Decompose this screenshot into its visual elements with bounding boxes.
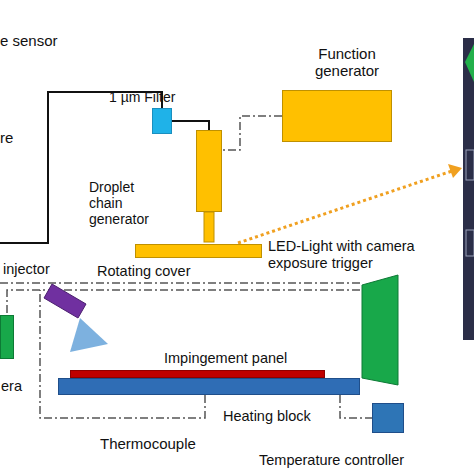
nozzle: [204, 212, 214, 242]
tube-connector: [172, 121, 209, 130]
led-light: LED-Light with camera exposure trigger: [360, 275, 400, 385]
wire-label: Thermocouple: [100, 435, 230, 452]
photo-panel: [463, 38, 474, 340]
function-generator-box: Function generator: [282, 90, 392, 142]
node-label: Temperature controller: [259, 452, 459, 469]
signal-wire: [340, 395, 372, 418]
node-label: era: [1, 378, 41, 395]
zoom-pointer: [238, 171, 452, 243]
node-label: Function generator: [291, 45, 403, 80]
photo-detail: [465, 44, 474, 82]
rotating-cover-bar: Rotating cover: [135, 244, 262, 258]
node-label: Rotating cover: [97, 263, 227, 280]
heating-block: Heating block: [58, 378, 360, 395]
node-label: injector: [3, 261, 73, 278]
signal-wire: [222, 116, 282, 150]
photo-detail: [466, 150, 474, 180]
air-injector: injector: [42, 284, 86, 318]
camera-body: era: [0, 315, 14, 359]
injector-outline: [42, 284, 86, 318]
air-spray: [70, 318, 108, 352]
node-label: Heating block: [223, 408, 343, 425]
node-label: Impingement panel: [164, 350, 324, 367]
photo-detail: [466, 230, 474, 256]
led-outline: [360, 275, 400, 385]
led-fill: [362, 275, 398, 385]
filter-box: 1 µm Filter: [152, 108, 172, 134]
node-label: 1 µm Filter: [109, 89, 209, 105]
injector-fill: [44, 284, 86, 318]
cut-label: re: [0, 129, 30, 146]
cut-label: e sensor: [0, 32, 110, 49]
trigger-wire: [0, 282, 360, 284]
node-label: Droplet chain generator: [89, 179, 165, 227]
zoom-pointer-head: [448, 164, 462, 178]
impingement-panel: Impingement panel: [70, 370, 325, 378]
temperature-controller: Temperature controller: [372, 403, 404, 433]
droplet-generator-box: Droplet chain generator: [196, 130, 222, 212]
node-label: LED-Light with camera exposure trigger: [268, 238, 458, 271]
